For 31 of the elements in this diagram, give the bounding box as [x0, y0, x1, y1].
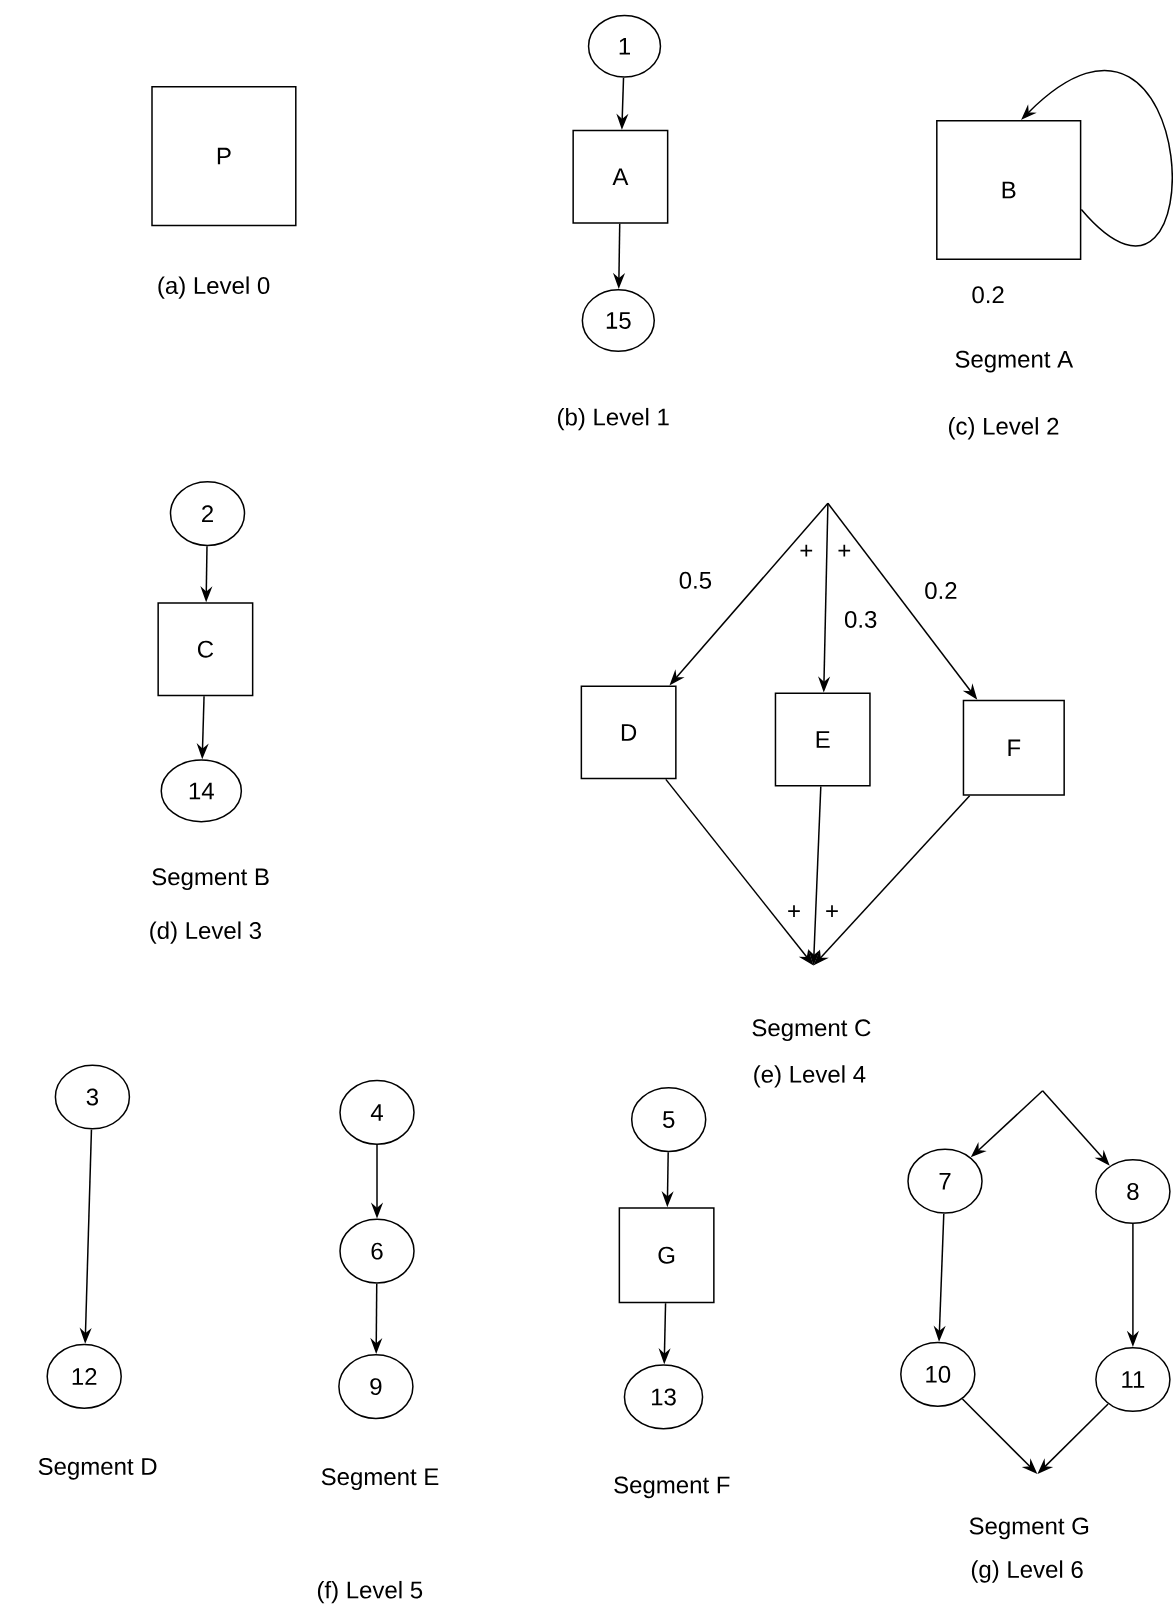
- caption: (e) Level 4: [754, 1065, 866, 1088]
- caption: Segment F: [614, 1476, 730, 1499]
- process-box: G: [618, 1207, 715, 1304]
- caption: +: [826, 905, 838, 917]
- caption: Segment D: [38, 1457, 157, 1480]
- caption: Segment A: [955, 350, 1074, 373]
- caption: (c) Level 2: [949, 417, 1059, 440]
- caption: (f) Level 5: [317, 1580, 423, 1604]
- caption: Segment C: [752, 1019, 871, 1042]
- edge-label: 0.2: [923, 581, 959, 601]
- caption: (b) Level 1: [558, 407, 669, 431]
- process-box: D: [580, 685, 677, 780]
- process-box: P: [151, 86, 297, 227]
- process-box: B: [936, 119, 1082, 261]
- caption: Segment G: [969, 1517, 1089, 1540]
- caption: +: [800, 544, 813, 557]
- caption: Segment B: [152, 868, 269, 891]
- caption: Segment E: [321, 1468, 439, 1490]
- edge-label: 0.5: [677, 570, 714, 590]
- edge-label: 0.3: [843, 609, 879, 629]
- caption: (g) Level 6: [971, 1560, 1083, 1583]
- arrow: [1021, 69, 1173, 247]
- process-box: A: [572, 129, 669, 224]
- edge-label: 0.2: [970, 285, 1006, 305]
- process-box: F: [962, 699, 1065, 796]
- caption: (a) Level 0: [158, 276, 270, 299]
- caption: +: [838, 544, 851, 557]
- process-box: E: [774, 692, 871, 787]
- caption: +: [788, 905, 800, 917]
- process-box: C: [157, 602, 254, 697]
- caption: (d) Level 3: [150, 921, 261, 944]
